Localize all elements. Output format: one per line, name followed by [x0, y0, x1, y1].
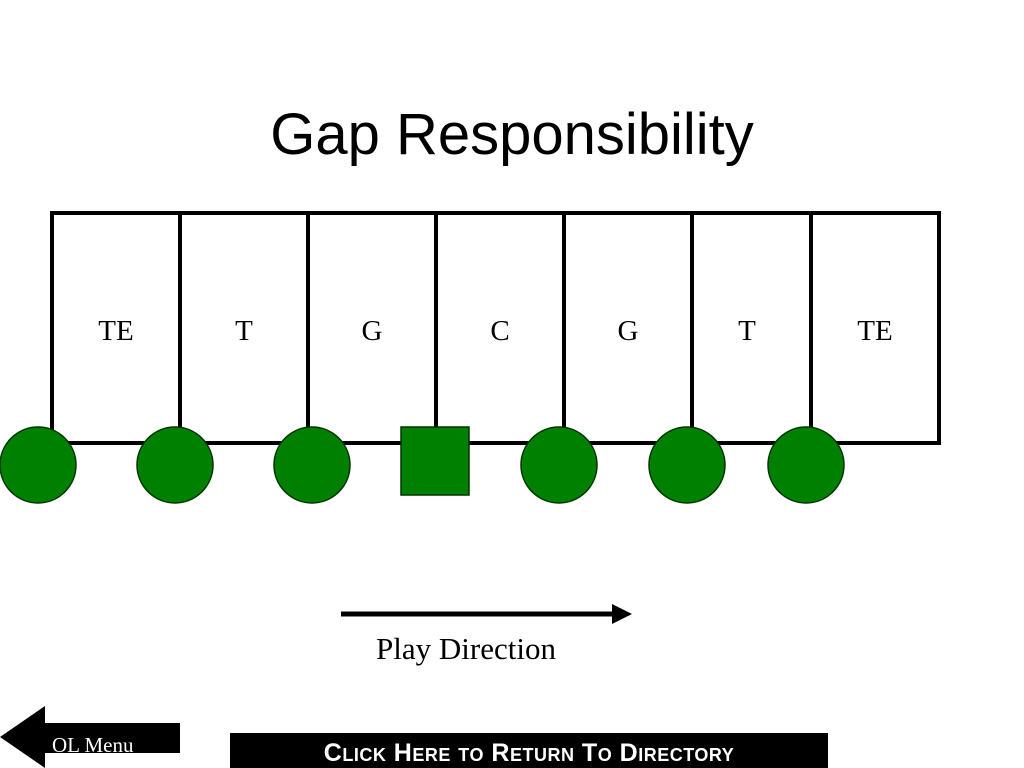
- center-lineman: [400, 426, 470, 496]
- gap-labels: TE T G C G T TE: [98, 315, 892, 347]
- gap-label-7: TE: [857, 315, 892, 347]
- gap-box-2: [178, 211, 310, 445]
- gap-label-4: C: [490, 315, 509, 347]
- gap-label-6: T: [738, 315, 756, 347]
- linemen: [0, 426, 845, 504]
- play-direction-label: Play Direction: [376, 631, 556, 666]
- return-to-directory-button[interactable]: Click Here to Return To Directory: [230, 733, 828, 768]
- gap-box-7: [809, 211, 941, 445]
- lineman-1: [0, 426, 77, 504]
- gap-box-4: [434, 211, 566, 445]
- lineman-5: [520, 426, 598, 504]
- play-direction-arrow: [341, 604, 632, 624]
- gap-boxes: [50, 211, 941, 445]
- gap-box-5: [562, 211, 694, 445]
- gap-label-5: G: [618, 315, 639, 347]
- slide-title: Gap Responsibility: [270, 102, 754, 167]
- gap-label-1: TE: [98, 315, 133, 347]
- ol-menu-label: OL Menu: [52, 733, 134, 757]
- gap-label-2: T: [235, 315, 253, 347]
- left-arrow-icon: [0, 706, 180, 768]
- lineman-2: [136, 426, 214, 504]
- lineman-6: [648, 426, 726, 504]
- gap-box-6: [690, 211, 813, 445]
- gap-box-3: [306, 211, 438, 445]
- gap-box-1: [50, 211, 182, 445]
- ol-menu-button[interactable]: OL Menu: [0, 706, 182, 768]
- lineman-3: [273, 426, 351, 504]
- gap-label-3: G: [362, 315, 383, 347]
- lineman-7: [767, 426, 845, 504]
